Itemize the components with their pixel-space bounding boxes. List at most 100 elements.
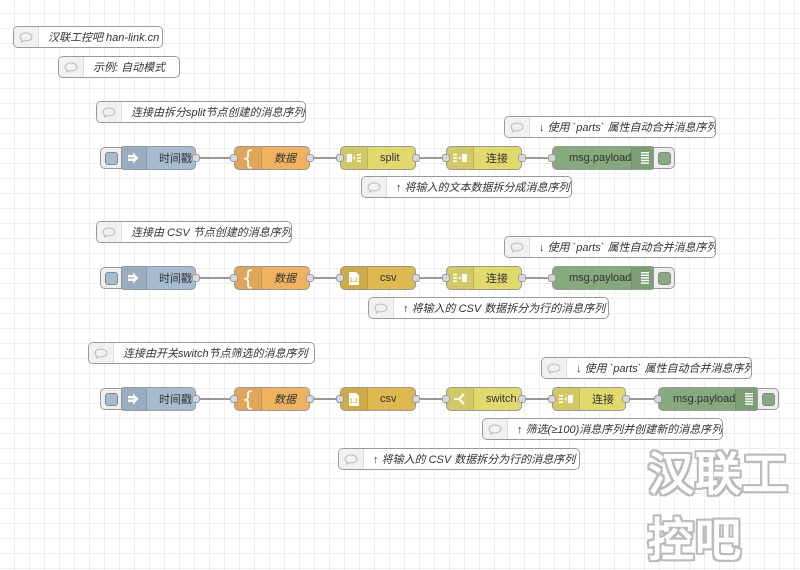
inject-node[interactable]: 时间戳 xyxy=(100,266,200,290)
node-label: msg.payload xyxy=(569,152,632,164)
wire[interactable] xyxy=(522,398,552,400)
comment-flow1-split-note[interactable]: ↑ 将输入的文本数据拆分成消息序列 xyxy=(361,176,572,198)
comment-text: 连接由 CSV 节点创建的消息序列 xyxy=(131,227,292,239)
wire[interactable] xyxy=(522,277,552,279)
input-port[interactable] xyxy=(336,154,344,162)
comment-icon xyxy=(505,117,530,137)
join-node[interactable]: 连接 xyxy=(442,146,526,170)
output-port[interactable] xyxy=(412,395,420,403)
wire[interactable] xyxy=(310,277,340,279)
csv-node[interactable]: 1,2 csv xyxy=(336,266,420,290)
wire[interactable] xyxy=(416,157,446,159)
comment-flow2-join-note[interactable]: ↓ 使用 `parts` 属性自动合并消息序列 xyxy=(504,236,716,258)
comment-flow1-title[interactable]: 连接由拆分split节点创建的消息序列 xyxy=(96,101,306,123)
input-port[interactable] xyxy=(548,395,556,403)
output-port[interactable] xyxy=(518,274,526,282)
input-port[interactable] xyxy=(230,395,238,403)
output-port[interactable] xyxy=(306,395,314,403)
input-port[interactable] xyxy=(230,274,238,282)
comment-flow1-join-note[interactable]: ↓ 使用 `parts` 属性自动合并消息序列 xyxy=(504,116,716,138)
wire[interactable] xyxy=(310,157,340,159)
output-port[interactable] xyxy=(192,274,200,282)
template-node[interactable]: { 数据 xyxy=(230,387,314,411)
wire[interactable] xyxy=(626,398,658,400)
comment-text: ↑ 筛选(≥100)消息序列并创建新的消息序列 xyxy=(517,424,723,436)
comment-example[interactable]: 示例: 自动模式 xyxy=(58,56,180,78)
comment-flow3-csv-note[interactable]: ↑ 将输入的 CSV 数据拆分为行的消息序列 xyxy=(338,448,580,470)
join-icon xyxy=(447,267,474,289)
input-port[interactable] xyxy=(230,154,238,162)
switch-node[interactable]: switch xyxy=(442,387,526,411)
output-port[interactable] xyxy=(306,154,314,162)
debug-node[interactable]: msg.payload xyxy=(654,387,779,411)
comment-icon xyxy=(97,102,122,122)
input-port[interactable] xyxy=(336,395,344,403)
output-port[interactable] xyxy=(192,395,200,403)
wire[interactable] xyxy=(522,157,552,159)
wire[interactable] xyxy=(196,277,234,279)
csv-file-icon: 1,2 xyxy=(341,267,368,289)
join-node[interactable]: 连接 xyxy=(548,387,630,411)
comment-icon xyxy=(369,298,394,318)
wire[interactable] xyxy=(416,277,446,279)
inject-button[interactable] xyxy=(100,388,122,410)
comment-flow2-csv-note[interactable]: ↑ 将输入的 CSV 数据拆分为行的消息序列 xyxy=(368,297,609,319)
comment-text: ↓ 使用 `parts` 属性自动合并消息序列 xyxy=(576,363,752,375)
wire[interactable] xyxy=(416,398,446,400)
debug-toggle-button[interactable] xyxy=(757,388,779,410)
input-port[interactable] xyxy=(442,274,450,282)
wire[interactable] xyxy=(196,398,234,400)
comment-flow3-join-note[interactable]: ↓ 使用 `parts` 属性自动合并消息序列 xyxy=(541,357,752,379)
comment-icon xyxy=(505,237,530,257)
input-port[interactable] xyxy=(336,274,344,282)
output-port[interactable] xyxy=(192,154,200,162)
template-node[interactable]: { 数据 xyxy=(230,146,314,170)
inject-node[interactable]: 时间戳 xyxy=(100,146,200,170)
output-port[interactable] xyxy=(622,395,630,403)
join-icon xyxy=(447,147,474,169)
inject-node[interactable]: 时间戳 xyxy=(100,387,200,411)
debug-list-icon xyxy=(631,147,659,169)
node-label: msg.payload xyxy=(673,393,736,405)
wire[interactable] xyxy=(310,398,340,400)
switch-branch-icon xyxy=(447,388,474,410)
comment-text: ↓ 使用 `parts` 属性自动合并消息序列 xyxy=(539,242,716,254)
comment-text: ↑ 将输入的文本数据拆分成消息序列 xyxy=(396,182,570,194)
node-label: 连接 xyxy=(592,394,614,406)
comment-flow3-switch-note[interactable]: ↑ 筛选(≥100)消息序列并创建新的消息序列 xyxy=(482,418,723,440)
output-port[interactable] xyxy=(306,274,314,282)
node-label: csv xyxy=(380,272,397,284)
comment-text: ↓ 使用 `parts` 属性自动合并消息序列 xyxy=(539,122,716,134)
comment-icon xyxy=(89,343,114,363)
split-icon xyxy=(341,147,368,169)
csv-node[interactable]: 1,2 csv xyxy=(336,387,420,411)
split-node[interactable]: split xyxy=(336,146,420,170)
arrow-right-icon xyxy=(120,147,147,169)
template-node[interactable]: { 数据 xyxy=(230,266,314,290)
wire[interactable] xyxy=(196,157,234,159)
debug-toggle-button[interactable] xyxy=(653,267,675,289)
debug-toggle-button[interactable] xyxy=(653,147,675,169)
output-port[interactable] xyxy=(412,274,420,282)
input-port[interactable] xyxy=(548,274,556,282)
inject-button[interactable] xyxy=(100,147,122,169)
output-port[interactable] xyxy=(412,154,420,162)
debug-node[interactable]: msg.payload xyxy=(548,146,675,170)
comment-flow2-title[interactable]: 连接由 CSV 节点创建的消息序列 xyxy=(96,221,292,243)
comment-site[interactable]: 汉联工控吧 han-link.cn xyxy=(13,26,163,48)
input-port[interactable] xyxy=(442,395,450,403)
input-port[interactable] xyxy=(442,154,450,162)
node-label: 数据 xyxy=(274,394,296,406)
join-node[interactable]: 连接 xyxy=(442,266,526,290)
input-port[interactable] xyxy=(548,154,556,162)
inject-button[interactable] xyxy=(100,267,122,289)
comment-icon xyxy=(14,27,39,47)
output-port[interactable] xyxy=(518,395,526,403)
curly-brace-icon: { xyxy=(235,147,262,169)
input-port[interactable] xyxy=(654,395,662,403)
comment-flow3-title[interactable]: 连接由开关switch节点筛选的消息序列 xyxy=(88,342,315,364)
node-label: switch xyxy=(486,393,517,405)
debug-node[interactable]: msg.payload xyxy=(548,266,675,290)
output-port[interactable] xyxy=(518,154,526,162)
comment-icon xyxy=(483,419,508,439)
